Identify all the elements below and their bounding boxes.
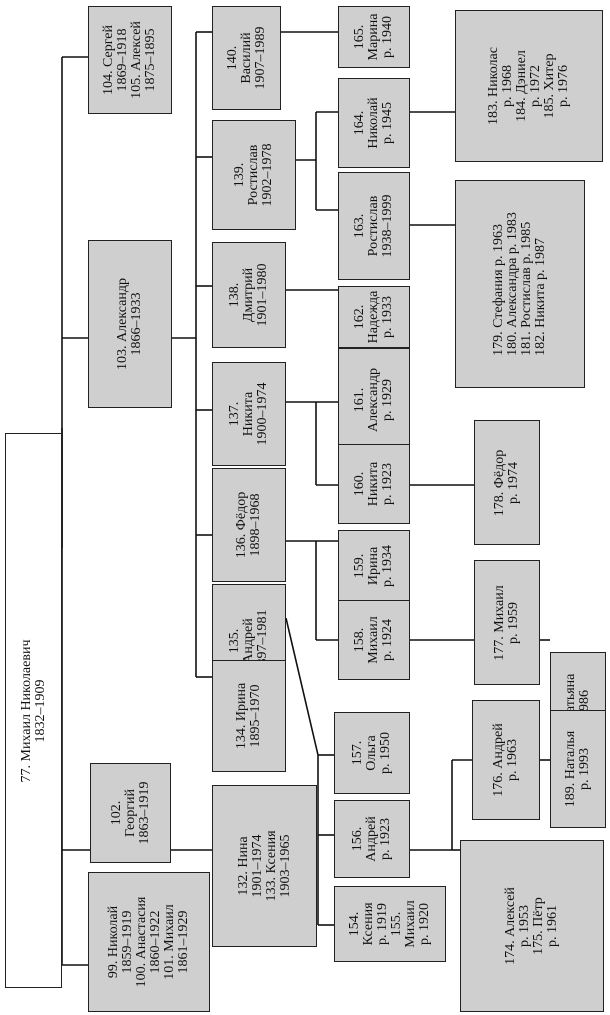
connector bbox=[285, 617, 319, 756]
